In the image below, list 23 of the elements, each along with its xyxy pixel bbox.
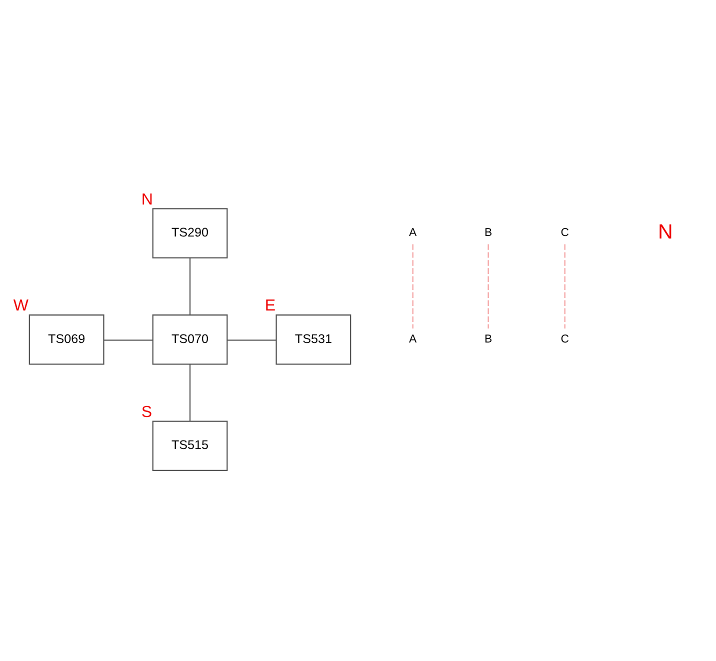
node-text: C: [560, 226, 569, 239]
node-label: S: [141, 403, 152, 420]
node-box: TS515: [152, 420, 228, 470]
node-text: B: [484, 226, 492, 239]
node-label: E: [264, 297, 276, 314]
node-label: W: [13, 297, 29, 314]
label: N: [658, 220, 673, 243]
node-box: TS069: [28, 314, 104, 364]
connector: [189, 364, 191, 420]
node-text: A: [409, 332, 417, 345]
connector: [104, 339, 153, 340]
connector: [564, 244, 566, 328]
node-text: B: [484, 332, 492, 345]
node-text: A: [409, 226, 417, 239]
node-box: TS070: [152, 314, 228, 364]
node-box: TS290: [152, 208, 228, 258]
node-label: N: [141, 190, 153, 208]
connector: [488, 244, 489, 328]
node-text: C: [560, 332, 569, 345]
node-box: TS531: [276, 314, 352, 364]
connector: [412, 244, 414, 328]
connector: [189, 257, 191, 314]
connector: [227, 339, 276, 340]
